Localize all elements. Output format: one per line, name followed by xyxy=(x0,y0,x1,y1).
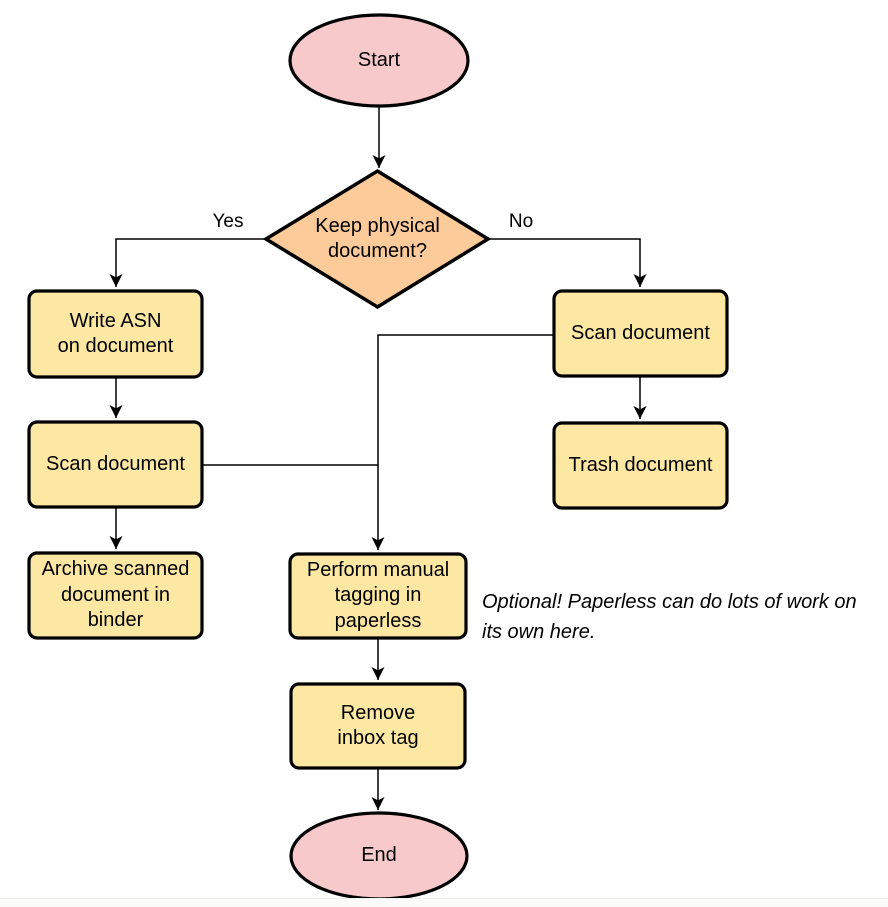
archive-text-line3: binder xyxy=(87,609,144,632)
scan-right-text: Scan document xyxy=(571,321,710,344)
optional-note: Optional! Paperless can do lots of work … xyxy=(482,588,886,647)
yes-edge-text: Yes xyxy=(212,211,244,232)
archive-node-label: Archive scanned document in binder xyxy=(29,553,202,638)
yes-edge-label: Yes xyxy=(193,211,263,234)
archive-node-shape xyxy=(27,551,204,640)
tagging-text-line3: paperless xyxy=(334,609,422,632)
remove-inbox-text-line1: Remove xyxy=(340,701,416,724)
edge-decision-yes xyxy=(109,238,266,287)
decision-node-label: Keep physical document? xyxy=(277,171,478,307)
start-node-text: Start xyxy=(357,48,401,71)
write-asn-text-line2: on document xyxy=(57,335,174,357)
optional-note-line2: its own here. xyxy=(482,620,596,643)
scan-right-node-label: Scan document xyxy=(554,291,727,376)
tagging-node-label: Perform manual tagging in paperless xyxy=(290,554,466,638)
tagging-text-line1: Perform manual xyxy=(306,558,450,581)
tagging-node-shape xyxy=(288,552,468,640)
end-node-text: End xyxy=(361,844,397,867)
no-edge-text: No xyxy=(508,211,534,232)
remove-inbox-node-shape xyxy=(289,682,467,770)
scan-left-node-label: Scan document xyxy=(29,422,202,507)
bottom-edge-strip xyxy=(0,898,888,907)
edge-scanright-to-tagging xyxy=(371,334,553,550)
remove-inbox-node-label: Remove inbox tag xyxy=(291,684,465,768)
archive-text-line1: Archive scanned xyxy=(41,558,190,581)
start-node-label: Start xyxy=(290,15,468,106)
write-asn-node-shape xyxy=(27,289,204,379)
trash-node-label: Trash document xyxy=(554,423,727,508)
start-node-shape xyxy=(288,13,470,108)
trash-text: Trash document xyxy=(568,453,713,476)
decision-node-shape xyxy=(262,168,492,310)
decision-node-text-line1: Keep physical xyxy=(315,214,440,237)
write-asn-node-label: Write ASN on document xyxy=(29,291,202,377)
edge-decision-no xyxy=(488,238,647,287)
scan-left-text: Scan document xyxy=(46,452,185,475)
scan-right-node-shape xyxy=(552,289,729,378)
end-node-label: End xyxy=(291,813,467,899)
no-edge-label: No xyxy=(486,211,556,234)
tagging-text-line2: tagging in xyxy=(334,584,422,607)
trash-node-shape xyxy=(552,421,729,510)
scan-left-node-shape xyxy=(27,420,204,509)
write-asn-text-line1: Write ASN xyxy=(69,309,162,332)
remove-inbox-text-line2: inbox tag xyxy=(337,727,419,749)
decision-node-text-line2: document? xyxy=(328,240,427,262)
optional-note-line1: Optional! Paperless can do lots of work … xyxy=(482,591,857,613)
archive-text-line2: document in xyxy=(61,583,170,606)
